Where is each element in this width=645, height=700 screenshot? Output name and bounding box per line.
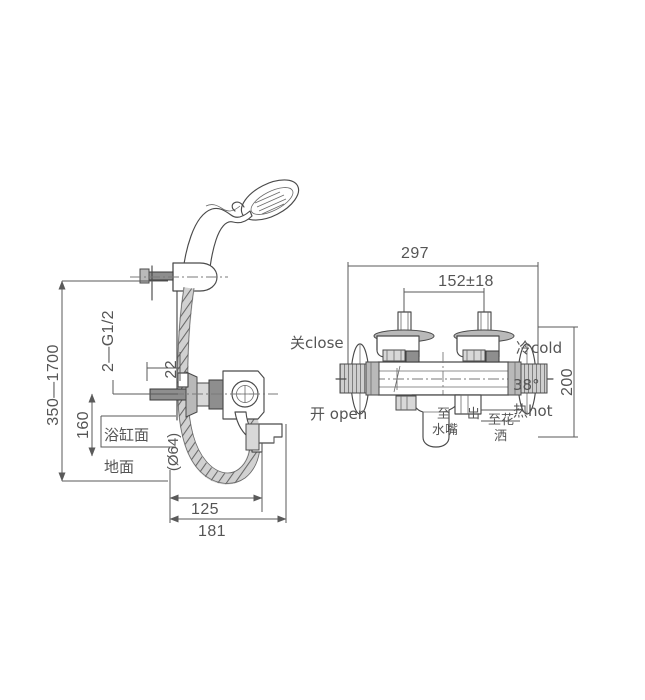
label-to-shower-line2: 洒 bbox=[494, 429, 507, 444]
shower-spray-face bbox=[240, 179, 300, 221]
dim-125-text: 125 bbox=[191, 501, 219, 518]
label-outlet: 出 bbox=[467, 407, 480, 422]
label-close: 关close bbox=[290, 334, 344, 352]
detail-block-22 bbox=[177, 372, 189, 388]
shower-spray-face-inner bbox=[250, 187, 294, 215]
cartridge-mark-left bbox=[393, 365, 401, 393]
eccentric-union-right bbox=[453, 311, 515, 363]
union-right-base bbox=[485, 350, 500, 363]
shower-handle-body bbox=[182, 207, 253, 278]
flow-handle-collar bbox=[365, 361, 380, 396]
wall-flange bbox=[185, 371, 198, 418]
eccentric-union-left bbox=[373, 311, 435, 363]
shower-spray-holes bbox=[254, 191, 287, 215]
shower-outlet-ribs bbox=[460, 395, 469, 414]
dim-181-text: 181 bbox=[198, 523, 226, 540]
thermostatic-handle-assembly bbox=[507, 343, 554, 415]
dim-thread-text: 2—G1/2 bbox=[100, 310, 117, 372]
spout-collar bbox=[245, 423, 260, 451]
dim-152-text: 152±18 bbox=[438, 273, 494, 290]
hand-shower-head bbox=[182, 179, 300, 278]
shower-hook-tab bbox=[231, 201, 245, 212]
spout-connect-nut bbox=[395, 395, 417, 411]
label-temperature-set: 38° bbox=[513, 376, 540, 394]
floor-surface-label: 地面 bbox=[104, 458, 134, 476]
temp-handle-collar bbox=[507, 361, 522, 396]
hose-edge-outer bbox=[177, 287, 261, 484]
dim-height-range-text: 350—1700 bbox=[45, 344, 62, 426]
holder-wall-flange bbox=[139, 268, 150, 284]
label-to-spout-line2: 水嘴 bbox=[432, 423, 458, 438]
dim-200-text: 200 bbox=[559, 368, 576, 396]
union-left-nut-knurl bbox=[386, 350, 402, 361]
mixer-body-rect bbox=[377, 361, 510, 396]
dim-flange-diameter-text: (Ø64) bbox=[165, 433, 182, 471]
bath-surface-label: 浴缸面 bbox=[104, 426, 149, 444]
spout-plan bbox=[395, 394, 520, 448]
right-view-labels: 关close 开 open 冷cold 38° 热hot 至 水嘴 出 至花 洒 bbox=[290, 334, 562, 444]
left-view-dimensions: 350—1700 160 浴缸面 地面 2—G1/2 22 (Ø64) bbox=[45, 280, 287, 540]
shower-handle-detail bbox=[205, 204, 241, 212]
label-to-shower-line1: 至花 bbox=[488, 412, 514, 428]
left-elevation-view: 350—1700 160 浴缸面 地面 2—G1/2 22 (Ø64) bbox=[45, 179, 300, 540]
spout-connect-nut-knurl bbox=[400, 396, 408, 410]
dim-160-text: 160 bbox=[75, 411, 92, 439]
union-left-base bbox=[405, 350, 420, 363]
label-cold: 冷cold bbox=[516, 339, 562, 357]
bath-surface-line bbox=[101, 416, 176, 447]
flange-collar bbox=[196, 382, 210, 407]
dim-297-text: 297 bbox=[401, 245, 429, 262]
hose-edge-inner bbox=[187, 287, 251, 474]
label-hot: 热hot bbox=[513, 402, 553, 420]
union-right-nut-knurl bbox=[466, 350, 482, 361]
label-open: 开 open bbox=[310, 405, 367, 423]
mixer-connector bbox=[208, 379, 224, 410]
dim-22-text: 22 bbox=[163, 360, 180, 379]
right-plan-view: 297 152±18 200 bbox=[290, 245, 578, 448]
flow-control-handle-assembly bbox=[335, 343, 380, 415]
label-to-spout-line1: 至 bbox=[437, 407, 450, 422]
